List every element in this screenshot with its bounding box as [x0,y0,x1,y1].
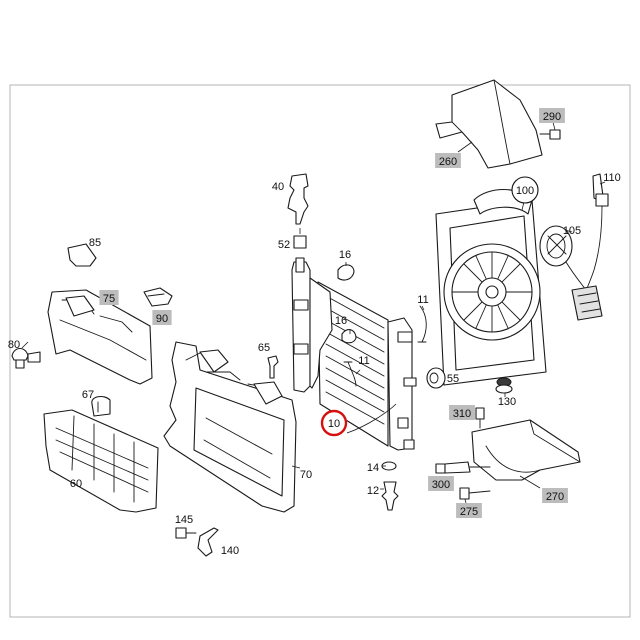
part-number-text: 12 [367,485,379,497]
part-label-11a[interactable]: 11 [417,294,428,306]
part-label-40[interactable]: 40 [272,181,284,193]
part-number-text: 60 [70,478,82,490]
part-label-55[interactable]: 55 [447,373,459,385]
part-90-bracket[interactable] [143,287,173,307]
part-52-sensor-block[interactable] [293,235,307,249]
part-number-text: 270 [546,491,564,503]
part-number-text: 300 [432,479,450,491]
part-number-text: 67 [82,389,94,401]
part-number-text: 130 [498,396,516,408]
part-number-text: 55 [447,373,459,385]
part-85-cap[interactable] [67,243,97,267]
part-number-text: 11 [358,355,369,367]
part-label-290[interactable]: 290 [539,108,565,123]
part-145-screw[interactable] [175,527,197,539]
part-label-90[interactable]: 90 [152,310,172,325]
part-labels: 10 11 11 12 14 16 16 40 52 55 60 65 67 70 75 80 85 90 100 1… [8,108,621,557]
part-number-text: 310 [453,408,471,420]
part-label-14[interactable]: 14 [367,462,379,474]
part-270-lower-cover[interactable] [471,419,581,481]
part-number-text: 105 [563,225,581,237]
part-number-text: 290 [543,111,561,123]
part-label-145[interactable]: 145 [175,514,193,526]
part-label-140[interactable]: 140 [221,545,239,557]
part-label-85[interactable]: 85 [89,237,101,249]
part-label-60[interactable]: 60 [70,478,82,490]
part-55-rubber-mount[interactable] [426,367,446,389]
part-number-text: 260 [439,156,457,168]
part-number-text: 80 [8,339,20,351]
part-number-text: 100 [516,185,534,197]
part-label-16a[interactable]: 16 [339,249,351,261]
part-label-11b[interactable]: 11 [358,355,369,367]
part-140-bracket[interactable] [197,527,219,557]
part-65-screw[interactable] [267,355,279,379]
part-110-sensor[interactable] [571,173,609,321]
part-16-clip-upper[interactable] [337,264,355,281]
part-label-100[interactable]: 100 [511,176,539,204]
part-label-300[interactable]: 300 [428,476,454,491]
part-40-cap[interactable] [287,173,309,225]
part-label-260[interactable]: 260 [435,153,461,168]
part-label-130[interactable]: 130 [498,396,516,408]
part-number-text: 11 [417,294,428,306]
part-10-radiator[interactable] [317,281,417,451]
part-number-text: 52 [278,239,290,251]
part-label-65[interactable]: 65 [258,342,270,354]
part-number-text: 110 [603,172,621,184]
part-number-text: 65 [258,342,270,354]
part-number-text: 10 [328,418,340,430]
part-label-52[interactable]: 52 [278,239,290,251]
part-number-text: 16 [335,315,347,327]
part-number-text: 140 [221,545,239,557]
part-number-text: 75 [103,293,115,305]
part-label-110[interactable]: 110 [603,172,621,184]
part-number-text: 90 [156,313,168,325]
part-label-310[interactable]: 310 [449,405,475,420]
part-condenser-left[interactable] [291,257,333,393]
part-60-air-duct[interactable] [43,409,159,513]
part-number-text: 40 [272,181,284,193]
part-290-bolt[interactable] [539,129,561,140]
part-75-air-guide[interactable] [47,289,153,385]
part-number-text: 14 [367,462,379,474]
part-label-270[interactable]: 270 [542,488,568,503]
part-label-275[interactable]: 275 [456,503,482,518]
part-label-105[interactable]: 105 [563,225,581,237]
part-number-text: 145 [175,514,193,526]
part-number-text: 70 [300,469,312,481]
part-130-clip[interactable] [495,377,513,394]
part-label-16b[interactable]: 16 [335,315,347,327]
part-11-hose-right[interactable] [417,305,427,343]
part-105-fan-motor[interactable] [539,225,587,291]
part-number-text: 16 [339,249,351,261]
part-300-stud[interactable] [435,461,491,474]
part-310-bolt[interactable] [475,407,485,429]
part-label-80[interactable]: 80 [8,339,20,351]
part-label-12[interactable]: 12 [367,485,379,497]
part-number-text: 275 [460,506,478,518]
part-70-front-carrier[interactable] [163,341,297,513]
part-label-70[interactable]: 70 [300,469,312,481]
part-275-bolt[interactable] [459,487,491,500]
part-67-clip[interactable] [91,395,111,417]
part-11-hose-left[interactable] [343,361,357,387]
part-16-clip-lower[interactable] [341,329,357,344]
part-100-fan-assembly[interactable] [435,189,547,386]
part-label-10[interactable]: 10 [320,409,348,437]
part-12-drain-plug[interactable] [381,481,399,511]
part-260-shroud-cover[interactable] [435,79,543,169]
part-label-67[interactable]: 67 [82,389,94,401]
diagram-frame [9,84,631,618]
part-label-75[interactable]: 75 [99,290,119,305]
part-number-text: 85 [89,237,101,249]
part-80-push-pin[interactable] [11,347,41,369]
